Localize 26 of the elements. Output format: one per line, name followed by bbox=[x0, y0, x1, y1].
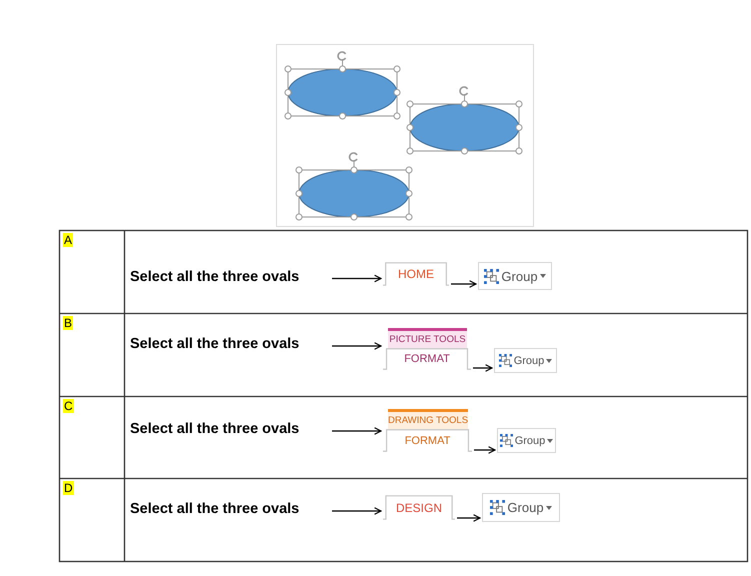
arrow bbox=[451, 280, 477, 288]
ribbon-tab: FORMAT bbox=[383, 429, 472, 452]
instruction-text: Select all the three ovals bbox=[130, 499, 330, 519]
contextual-tab-header: PICTURE TOOLS bbox=[388, 328, 467, 348]
arrow bbox=[332, 274, 382, 282]
arrow bbox=[473, 364, 493, 372]
option-letter: B bbox=[63, 316, 74, 330]
arrow bbox=[457, 514, 481, 522]
option-letter: A bbox=[63, 233, 74, 247]
instruction-text: Select all the three ovals bbox=[130, 419, 330, 439]
instruction-text: Select all the three ovals bbox=[130, 267, 330, 287]
group-button: Group bbox=[494, 348, 557, 373]
contextual-tab-header: DRAWING TOOLS bbox=[388, 409, 468, 429]
instruction-text: Select all the three ovals bbox=[130, 334, 330, 354]
arrow bbox=[332, 427, 382, 435]
arrow bbox=[332, 507, 382, 515]
option-letter: D bbox=[63, 481, 74, 495]
ribbon-tab: FORMAT bbox=[383, 348, 471, 370]
group-button: Group bbox=[478, 262, 552, 290]
group-button: Group bbox=[482, 493, 560, 522]
group-button: Group bbox=[497, 428, 556, 453]
ribbon-tab: DESIGN bbox=[383, 495, 455, 520]
arrow bbox=[474, 446, 496, 454]
ribbon-tab: HOME bbox=[383, 262, 449, 286]
option-letter: C bbox=[63, 399, 74, 413]
arrow bbox=[332, 342, 382, 350]
